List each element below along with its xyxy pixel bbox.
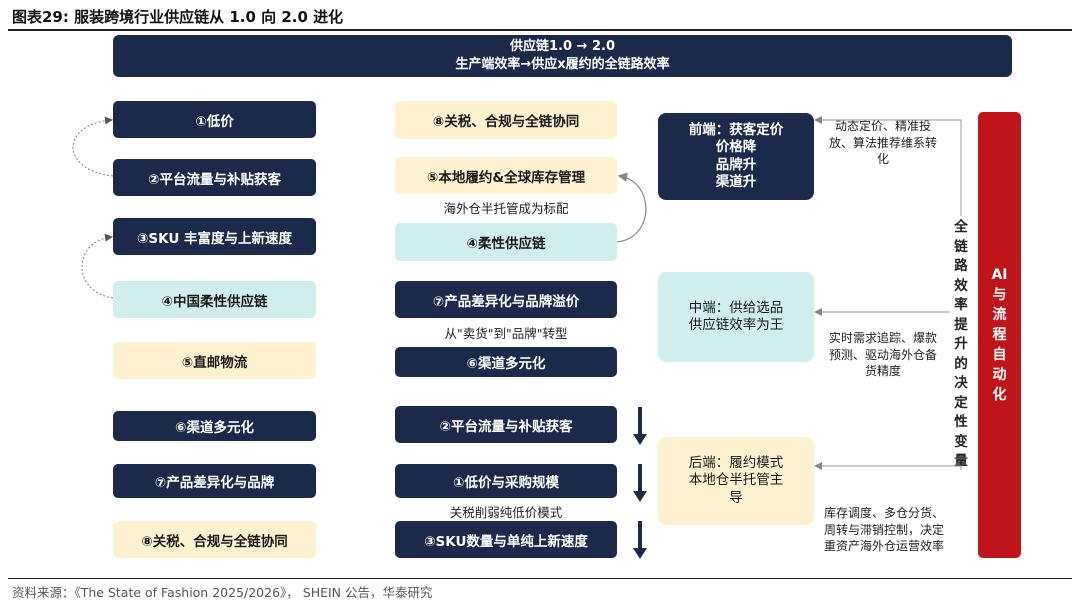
middle-line-1: 中端：供给选品 [688,299,784,316]
redbar-char: 化 [992,387,1007,403]
figure-title: 图表29: 服装跨境行业供应链从 1.0 向 2.0 进化 [12,8,344,26]
front-line-1: 前端：获客定价 [688,121,784,138]
note-overseas-warehouse: 海外仓半托管成为标配 [443,201,569,216]
note-tariff: 关税削弱纯低价模式 [449,505,563,520]
left-item-5: ⑤直邮物流 [113,342,316,379]
middle-item-3: ④柔性供应链 [395,223,617,261]
redbar-char: 与 [992,287,1007,303]
vchar: 全 [954,219,968,235]
middle-desc-1: 实时需求追踪、爆款 [828,331,937,345]
front-line-2: 价格降 [715,139,757,155]
banner-line1: 供应链1.0 → 2.0 [509,39,615,54]
down-arrow-2 [633,464,647,502]
left-item-2: ②平台流量与补贴获客 [113,159,316,196]
middle-line-2: 供应链效率为王 [688,317,784,333]
front-desc-1: 动态定价、精准投 [834,119,931,133]
back-end-box: 后端：履约模式 本地仓半托管主 导 [658,437,814,525]
front-end-desc: 动态定价、精准投 放、算法推荐维系转 化 [818,118,948,168]
vchar: 量 [954,453,968,469]
vchar: 效 [954,277,968,294]
loop-arrow-flex-to-fulfillment [616,172,647,243]
redbar-ai: AI [991,267,1008,283]
back-line-1: 后端：履约模式 [688,454,784,471]
down-arrow-1 [633,407,647,445]
middle-item-6: ②平台流量与补贴获客 [395,406,617,443]
back-desc-2: 周转与滞销控制，决定 [823,522,944,537]
vchar: 定 [954,394,968,411]
vchar: 路 [954,258,968,274]
vchar: 变 [954,433,968,450]
middle-end-desc: 实时需求追踪、爆款 预测、驱动海外仓备 货精度 [818,330,948,380]
middle-desc-3: 货精度 [864,364,901,378]
redbar-char: 流 [992,307,1007,323]
back-line-2: 本地仓半托管主 [688,472,784,489]
bracket-bot [814,462,962,470]
middle-desc-2: 预测、驱动海外仓备 [828,347,937,362]
bottom-rule [8,578,1072,579]
back-desc-1: 库存调度、多仓分货、 [823,506,944,520]
vchar: 升 [954,336,968,352]
back-desc-3: 重资产海外仓运营效率 [823,539,944,553]
front-desc-3: 化 [876,152,889,166]
redbar-char: 动 [992,367,1007,383]
redbar-char: 程 [992,327,1007,343]
left-item-8: ⑧关税、合规与全链协同 [113,521,316,558]
middle-item-1: ⑧关税、合规与全链协同 [395,101,617,139]
middle-item-7: ①低价与采购规模 [395,464,617,498]
middle-item-2: ⑤本地履约&全球库存管理 [395,157,617,194]
vchar: 性 [954,414,968,430]
middle-end-box: 中端：供给选品 供应链效率为王 [658,272,814,362]
source-note: 资料来源：《The State of Fashion 2025/2026》， S… [12,585,433,600]
front-end-box: 前端：获客定价 价格降 品牌升 渠道升 [658,113,814,200]
left-item-6: ⑥渠道多元化 [113,411,316,441]
loop-arrow-to-low-price [72,116,114,177]
front-line-4: 渠道升 [715,174,757,190]
vchar: 率 [954,297,968,313]
middle-item-8: ③SKU数量与单纯上新速度 [395,521,617,558]
left-item-3: ③SKU 丰富度与上新速度 [113,218,316,255]
left-item-4: ④中国柔性供应链 [113,281,316,318]
back-line-3: 导 [729,489,743,506]
front-desc-2: 放、算法推荐维系转 [828,135,937,150]
middle-item-5: ⑥渠道多元化 [395,347,617,377]
loop-arrow-to-sku [81,233,114,299]
banner-line2: 生产端效率→供应x履约的全链路效率 [455,57,670,72]
ai-automation-bar: AI 与 流 程 自 动 化 [978,112,1021,558]
vertical-variable-text: 全 链 路 效 率 提 升 的 决 定 性 变 量 [950,218,972,472]
left-item-1: ①低价 [113,101,316,138]
front-line-3: 品牌升 [715,156,757,173]
left-item-7: ⑦产品差异化与品牌 [113,464,316,498]
top-rule [8,29,1072,31]
redbar-char: 自 [992,347,1007,363]
vchar: 决 [954,375,968,391]
vchar: 提 [954,316,968,333]
back-end-desc: 库存调度、多仓分货、 周转与滞销控制，决定 重资产海外仓运营效率 [814,505,954,555]
vchar: 链 [954,238,968,255]
middle-item-4: ⑦产品差异化与品牌溢价 [395,281,617,318]
down-arrow-3 [633,521,647,559]
vchar: 的 [954,355,968,372]
note-brand-shift: 从"卖货"到"品牌"转型 [444,326,568,341]
bracket-top [814,116,962,216]
evolution-banner: 供应链1.0 → 2.0 生产端效率→供应x履约的全链路效率 [113,35,1012,77]
